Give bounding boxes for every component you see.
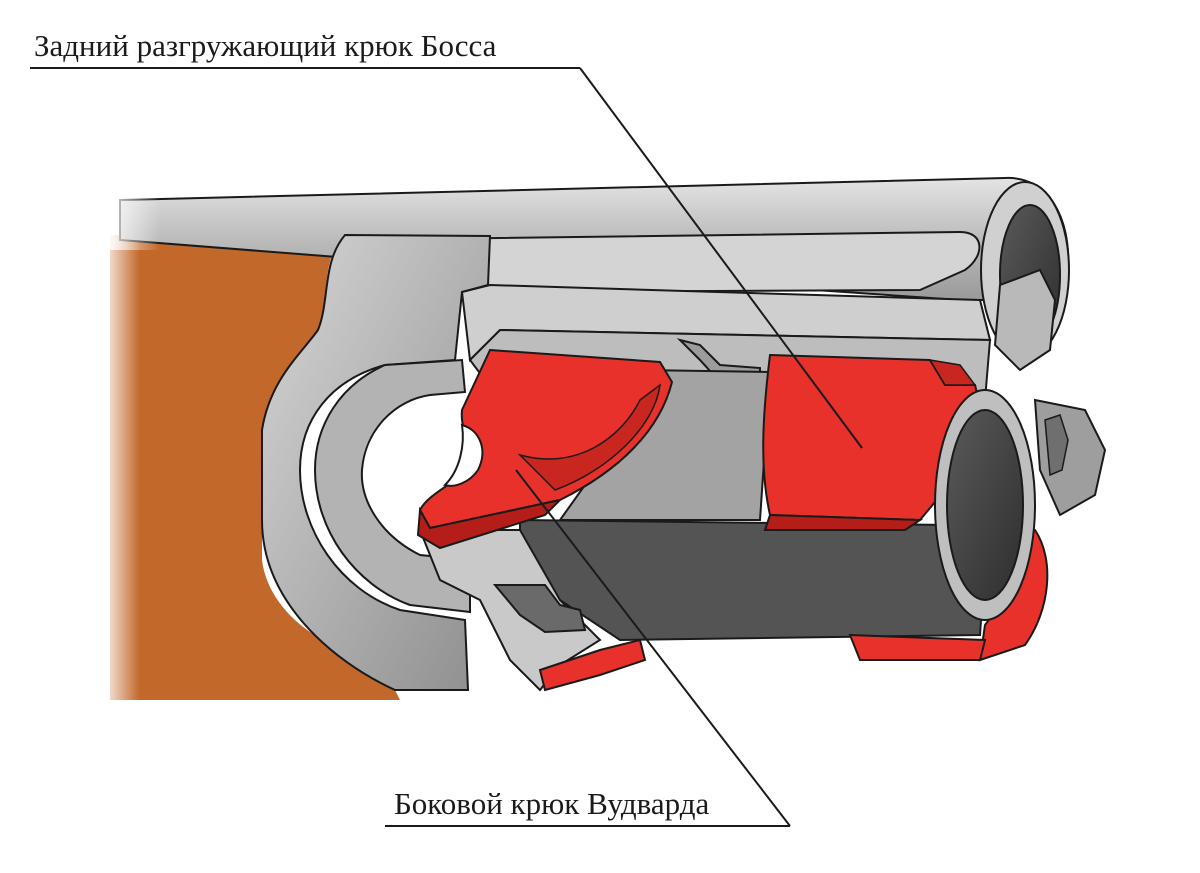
standing-breech-recess <box>313 358 471 614</box>
boss-hook-shoulder <box>928 358 977 386</box>
side-hook-label: Боковой крюк Вудварда <box>394 786 710 821</box>
side-hook-leader <box>515 469 791 827</box>
wooden-stock <box>110 232 400 700</box>
upper-extractor <box>993 268 1057 372</box>
stock-fade <box>100 225 140 705</box>
rear-hook-label: Задний разгружающий крюк Босса <box>34 28 497 63</box>
lower-bore <box>946 409 1024 601</box>
woodward-hook-face <box>517 383 661 491</box>
underlug-step <box>492 584 587 634</box>
extractor-teeth <box>1044 414 1069 477</box>
barrel-fade <box>100 190 160 250</box>
woodward-hook-underside <box>416 498 564 550</box>
woodward-hook-bite <box>443 423 484 487</box>
lower-lump-block <box>519 518 987 642</box>
boss-hook-underside <box>763 513 924 531</box>
lower-hook-right-base <box>848 633 987 661</box>
receiver-frame <box>261 233 492 691</box>
lower-hook-left-base <box>538 638 647 692</box>
rear-hook-leader <box>579 67 863 449</box>
lower-extractor <box>1033 398 1107 517</box>
top-rib <box>349 230 981 294</box>
